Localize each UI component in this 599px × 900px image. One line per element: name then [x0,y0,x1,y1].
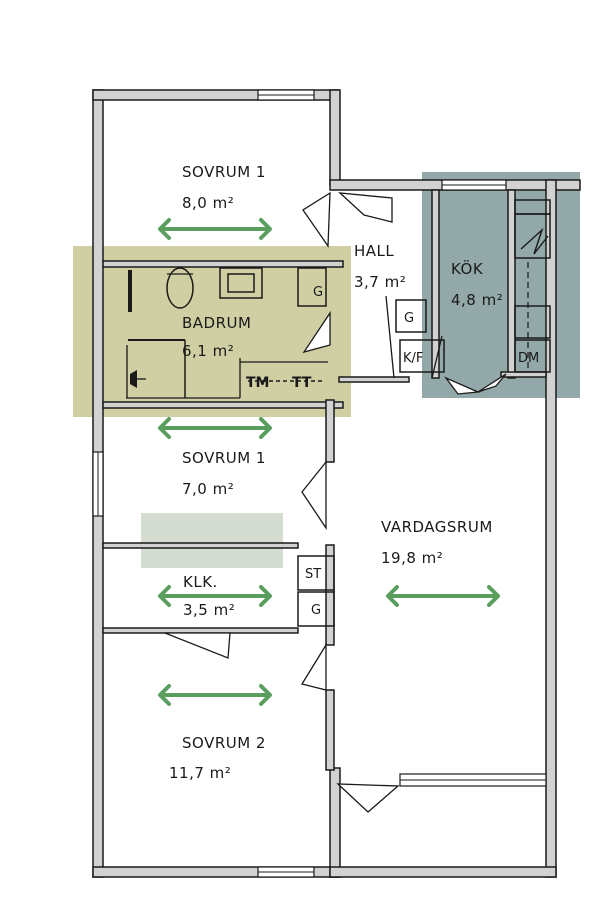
fixture-tt: TT [292,375,312,391]
room-area-hall: 3,7 m² [354,273,406,291]
room-name-kok: KÖK [451,259,484,278]
sink-icon [219,267,263,299]
room-name-sovrum2: SOVRUM 2 [182,734,266,752]
fixture-kf: K/F [403,351,423,366]
room-name-badrum: BADRUM [182,314,251,332]
fixture-st: ST [305,567,321,582]
fixture-g-bath: G [313,285,323,300]
room-name-sovrum1-mid: SOVRUM 1 [182,449,266,467]
arrow-klk [158,585,272,607]
room-area-sovrum1-top: 8,0 m² [182,194,234,212]
room-name-hall: HALL [354,242,394,260]
arrow-sovrum2 [158,684,272,706]
room-area-kok: 4,8 m² [451,291,503,309]
shower-icon [130,370,137,388]
closet-fixtures [297,555,335,627]
room-area-sovrum2: 11,7 m² [169,764,231,782]
windows [92,89,547,878]
closet-highlight [141,513,283,568]
arrow-group [158,218,500,706]
kitchen-fixtures [395,199,551,373]
arrow-vardagsrum [386,585,500,607]
room-area-vardagsrum: 19,8 m² [381,549,443,567]
fixture-g-klk: G [311,603,321,618]
room-area-sovrum1-mid: 7,0 m² [182,480,234,498]
arrow-sovrum1-mid [158,417,272,439]
bathroom-highlight [73,246,351,417]
room-area-klk: 3,5 m² [183,601,235,619]
bathroom-fixtures [126,267,328,399]
room-name-sovrum1-top: SOVRUM 1 [182,163,266,181]
room-area-badrum: 6,1 m² [182,342,234,360]
wall-cabinet [128,270,132,312]
interior-walls [102,189,547,771]
arrow-sovrum1-top [158,218,272,240]
room-name-klk: KLK. [183,573,218,591]
toilet-icon [166,267,194,309]
room-name-vardagsrum: VARDAGSRUM [381,518,493,536]
doors [164,191,507,813]
fixture-g-hall: G [404,311,414,326]
fixture-tm: TM [246,375,269,391]
fixture-dm: DM [518,351,539,366]
